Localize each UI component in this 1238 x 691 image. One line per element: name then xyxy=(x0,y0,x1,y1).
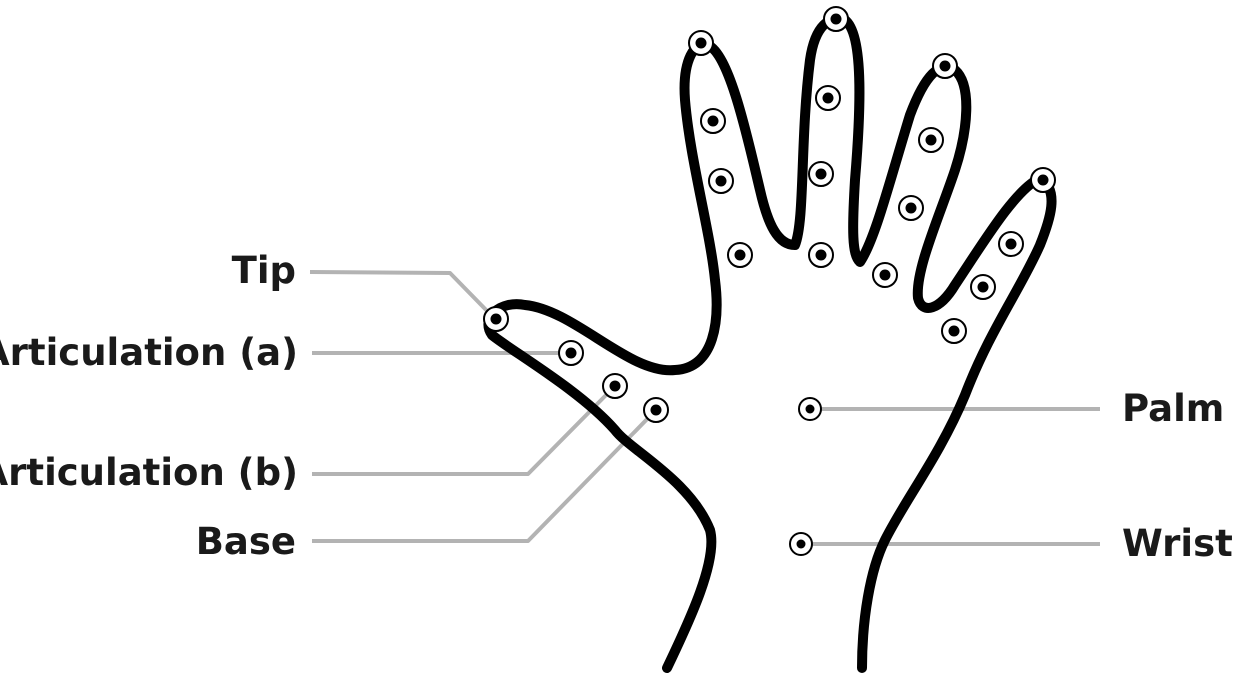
keypoint-index-articulation-a xyxy=(700,108,726,134)
keypoint-markers xyxy=(483,6,1056,556)
keypoint-middle-base xyxy=(808,242,834,268)
keypoint-little-articulation-b xyxy=(970,274,996,300)
keypoint-little-articulation-a xyxy=(998,231,1024,257)
keypoint-ring-articulation-b xyxy=(898,195,924,221)
label-articulation-a: Articulation (a) xyxy=(0,331,298,374)
keypoint-thumb-tip xyxy=(483,306,509,332)
label-tip: Tip xyxy=(231,249,296,292)
keypoint-ring-articulation-a xyxy=(918,127,944,153)
keypoint-little-base xyxy=(941,318,967,344)
keypoint-ring-tip xyxy=(932,53,958,79)
keypoint-little-tip xyxy=(1030,167,1056,193)
keypoint-ring-base xyxy=(872,262,898,288)
keypoint-thumb-articulation-a xyxy=(558,340,584,366)
keypoint-index-articulation-b xyxy=(708,168,734,194)
leader-line-base xyxy=(312,410,656,543)
label-palm: Palm xyxy=(1122,387,1225,430)
keypoint-middle-articulation-b xyxy=(808,161,834,187)
leader-line-tip xyxy=(309,270,494,318)
keypoint-middle-articulation-a xyxy=(815,85,841,111)
keypoint-thumb-articulation-b xyxy=(602,373,628,399)
leader-line-articulation-b xyxy=(312,386,615,476)
label-articulation-b: Articulation (b) xyxy=(0,451,298,494)
leader-lines xyxy=(309,270,1100,546)
keypoint-middle-tip xyxy=(823,6,849,32)
keypoint-index-tip xyxy=(688,30,714,56)
keypoint-index-base xyxy=(727,242,753,268)
keypoint-thumb-base xyxy=(643,397,669,423)
label-wrist: Wrist xyxy=(1122,522,1233,565)
keypoint-wrist xyxy=(789,532,813,556)
keypoint-palm xyxy=(798,397,822,421)
label-base: Base xyxy=(195,520,296,563)
